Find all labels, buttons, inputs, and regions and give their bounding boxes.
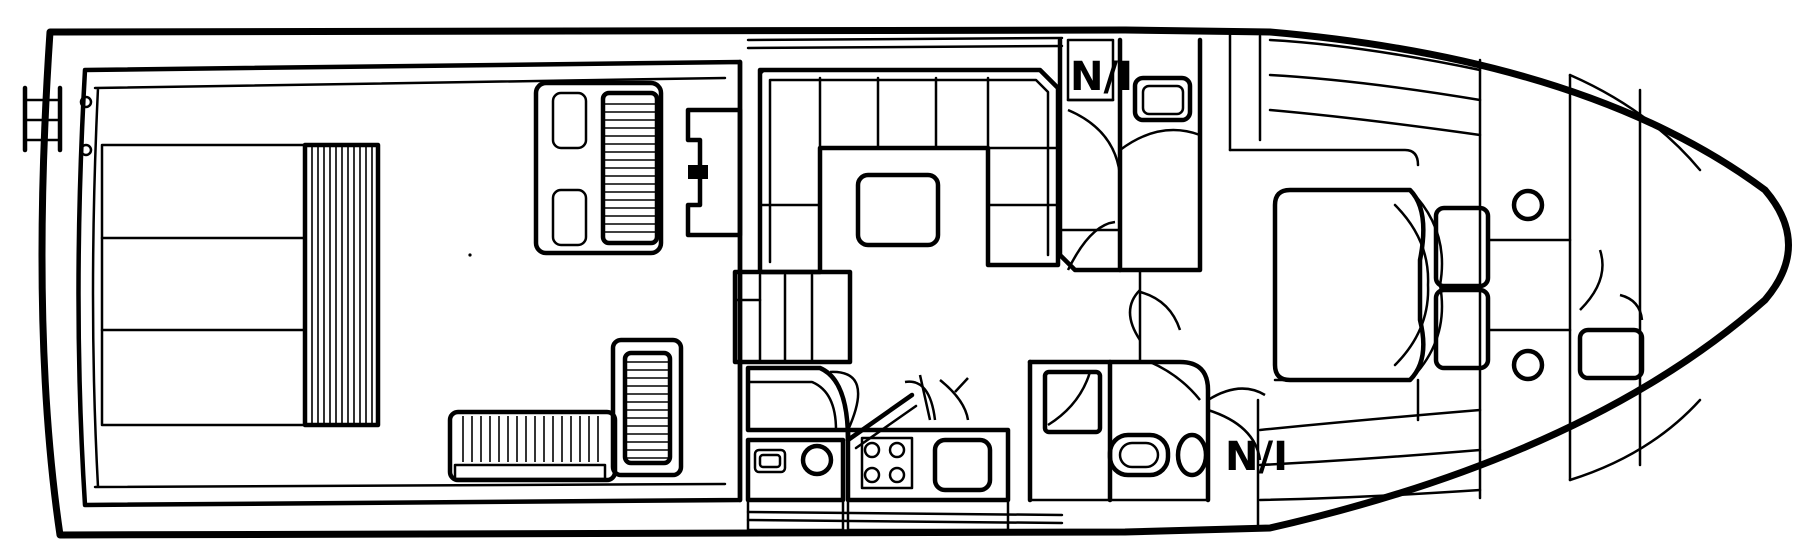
lower-head [1027,268,1266,503]
helm-console [685,107,743,238]
cockpit-rail [91,76,727,489]
forward-planking [1198,30,1702,500]
deck-mark [468,253,472,257]
stairs-symbol-upper: N/I [1070,54,1133,100]
deck-inner-line [76,59,743,508]
svg-text:N/I: N/I [1225,434,1288,480]
hull [38,26,1792,539]
seat-slats-lower [625,361,670,459]
forward-head [1577,249,1645,381]
companionway-stairs [732,269,853,365]
hull-outline [38,26,1792,539]
seat-slats-upper [603,103,657,233]
salon-bulkhead [737,36,1064,525]
galley [745,365,1011,532]
swim-ladder [22,85,93,157]
salon-settee [757,67,1061,275]
starboard-planking [1256,378,1482,532]
helm-seat-upper [533,80,664,256]
aft-deck-bench [100,142,381,428]
bench-slats-lower [462,416,599,462]
salon-table [855,172,941,248]
cockpit-seat-lower [447,337,684,483]
bench-slats [311,145,373,425]
svg-text:N/I: N/I [1070,54,1133,100]
stairs-symbol-lower: N/I [1225,434,1288,480]
forward-berth [1272,187,1572,383]
